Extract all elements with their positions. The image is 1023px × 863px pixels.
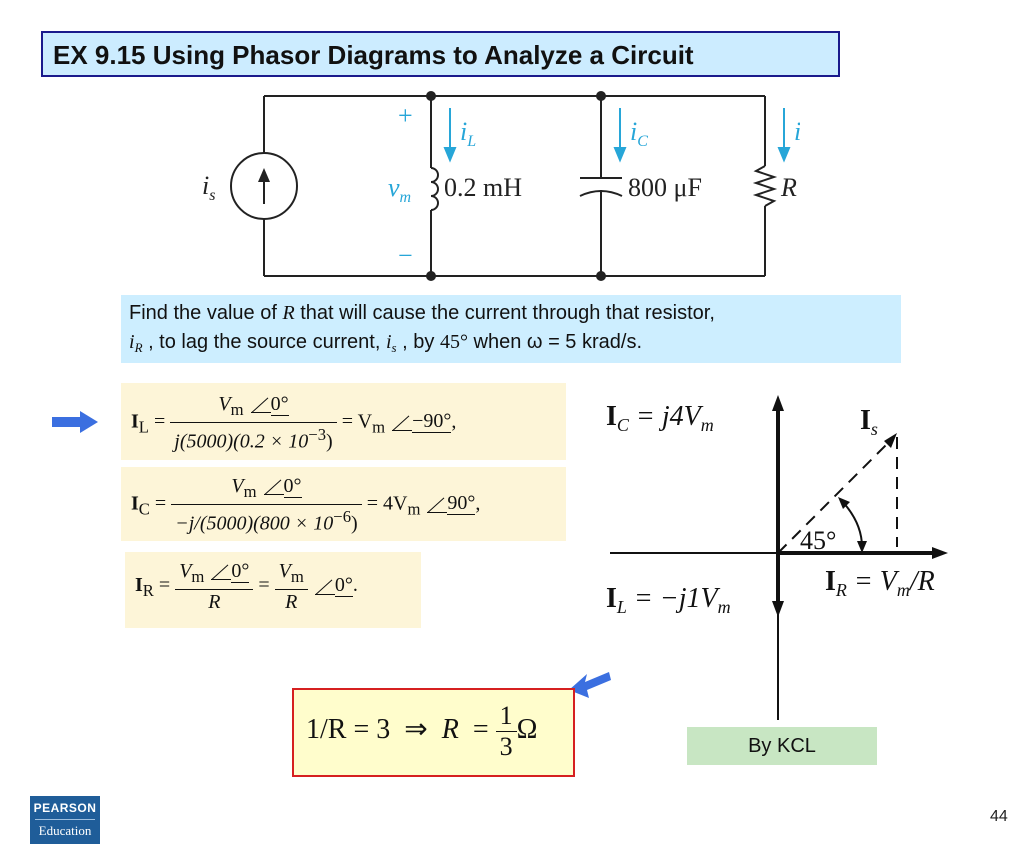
- capacitor-value: 800 μF: [628, 173, 702, 202]
- problem-line-1: Find the value of R that will cause the …: [129, 302, 715, 324]
- angle-label: 45°: [800, 526, 836, 555]
- il-label: iL: [460, 117, 476, 150]
- pointer-arrow-icon: [52, 411, 98, 433]
- il-equation-box: IL = Vm 0°j(5000)(0.2 × 10−3) = Vm −90°,: [121, 383, 566, 460]
- ic-equation-box: IC = Vm 0°−j/(5000)(800 × 10−6) = 4Vm 90…: [121, 467, 566, 541]
- il-equation: IL = Vm 0°j(5000)(0.2 × 10−3) = Vm −90°,: [131, 393, 457, 453]
- ic-equation: IC = Vm 0°−j/(5000)(800 × 10−6) = 4Vm 90…: [131, 475, 481, 535]
- il-phasor-label: IL = −j1Vm: [606, 583, 731, 617]
- pointer-arrow-diagonal-icon: [569, 672, 611, 698]
- slide-title: EX 9.15 Using Phasor Diagrams to Analyze…: [53, 40, 694, 70]
- ir-phasor-label: IR = Vm/R: [825, 566, 935, 600]
- ir-arrowhead: [932, 547, 948, 559]
- resistor-label: R: [780, 173, 797, 202]
- is-arrowhead: [884, 433, 897, 448]
- il-arrowhead: [772, 601, 784, 617]
- problem-line-2: iR , to lag the source current, is , by …: [129, 331, 643, 355]
- slide-title-box: EX 9.15 Using Phasor Diagrams to Analyze…: [41, 31, 840, 77]
- minus-sign: −: [398, 241, 413, 270]
- circuit-diagram: is + − vm 0.2 mH 800 μF R iL iC iR: [202, 91, 800, 281]
- kcl-label: By KCL: [748, 735, 816, 757]
- kcl-label-box: By KCL: [687, 727, 877, 765]
- ir-label: iR: [794, 117, 800, 150]
- ic-arrowhead: [772, 395, 784, 411]
- problem-statement: Find the value of R that will cause the …: [121, 295, 901, 363]
- inductor-value: 0.2 mH: [444, 173, 522, 202]
- is-phasor-label: Is: [860, 405, 878, 439]
- phasor-diagram: IC = j4Vm Is 45° IR = Vm/R IL = −j1Vm: [606, 395, 948, 720]
- pearson-logo: PEARSON Education: [30, 796, 100, 844]
- source-label: is: [202, 171, 215, 204]
- vm-label: vm: [388, 173, 411, 206]
- ic-phasor-label: IC = j4Vm: [606, 401, 714, 435]
- ic-label: iC: [630, 117, 648, 150]
- plus-sign: +: [398, 101, 413, 130]
- page-number: 44: [990, 808, 1008, 825]
